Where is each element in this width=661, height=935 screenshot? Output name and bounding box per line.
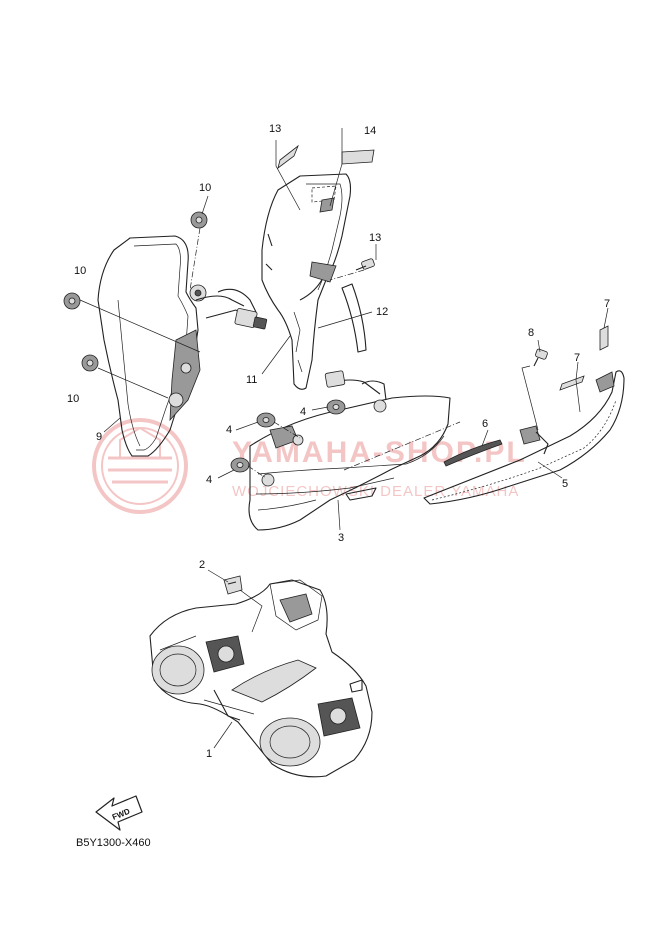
callout-14: 13 — [369, 232, 381, 244]
callout-4-mid: 4 — [226, 424, 232, 436]
callout-13-left: 13 — [269, 123, 281, 135]
grommet-10-left — [63, 292, 81, 310]
grommet-4-mid — [256, 412, 276, 428]
grommet-10-lower — [81, 354, 99, 372]
grommet-4-low — [230, 457, 250, 473]
grommet-10-top — [190, 211, 208, 229]
part-6-strip — [443, 439, 503, 467]
part-13-labels — [277, 144, 375, 169]
part-12-strip — [341, 283, 367, 353]
grommet-4-top — [326, 399, 346, 415]
callout-4-top: 4 — [300, 406, 306, 418]
watermark: YAMAHA-SHOP.PL WOJCIECHOWSKI DEALER YAMA… — [92, 418, 525, 514]
watermark-line2: WOJCIECHOWSKI DEALER YAMAHA — [232, 483, 519, 500]
part-9-side-cover — [97, 235, 247, 457]
callout-2: 2 — [199, 559, 205, 571]
callout-8: 8 — [528, 327, 534, 339]
part-10-grommets — [63, 211, 208, 372]
callout-7-mid: 7 — [574, 352, 580, 364]
part-14-screw — [355, 258, 375, 271]
watermark-logo — [92, 418, 188, 514]
callout-3: 3 — [338, 532, 344, 544]
part-2-bracket — [223, 575, 243, 595]
part-5-lower-side — [423, 370, 625, 505]
part-4-grommets — [230, 399, 346, 473]
part-11-inner-panel — [261, 173, 352, 390]
callout-1: 1 — [206, 748, 212, 760]
callout-5: 5 — [562, 478, 568, 490]
callout-6: 6 — [482, 418, 488, 430]
callout-10-lower: 10 — [67, 393, 79, 405]
callout-labels: 13 14 10 13 10 7 12 8 7 11 10 4 6 4 9 4 … — [67, 123, 610, 760]
callout-7-top: 7 — [604, 298, 610, 310]
callout-13-right: 14 — [364, 125, 376, 137]
diagram-code: B5Y1300-X460 — [76, 837, 151, 849]
part-7-labels — [559, 325, 609, 391]
part-3-lower-cowl — [248, 370, 461, 531]
leader-lines — [79, 128, 609, 749]
wiring-connector-left — [217, 288, 268, 330]
callout-4-low: 4 — [206, 474, 212, 486]
fwd-arrow-icon: FWD — [95, 795, 143, 831]
callout-11: 11 — [246, 374, 257, 386]
callout-10-left: 10 — [74, 265, 86, 277]
part-8-screw — [533, 348, 548, 367]
callout-10-top: 10 — [199, 182, 211, 194]
part-1-headlight — [149, 579, 373, 778]
callout-9: 9 — [96, 431, 102, 443]
callout-12: 12 — [376, 306, 388, 318]
